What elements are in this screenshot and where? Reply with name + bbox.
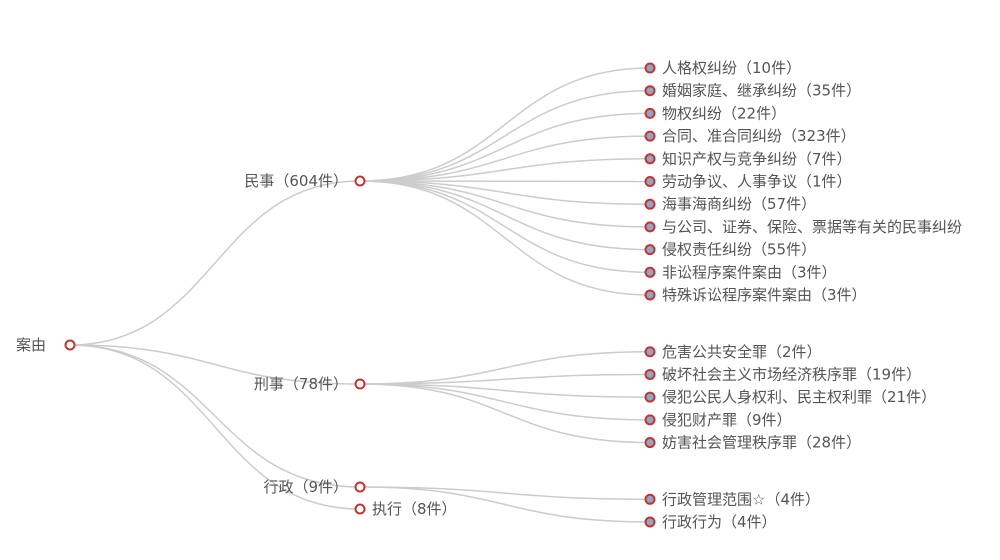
tree-edges [69,67,651,523]
leaf-node[interactable] [644,244,656,256]
edge-branch-to-leaf [359,158,651,182]
leaf-label: 侵权责任纠纷（55件） [662,241,816,259]
edge-branch-to-leaf [359,383,651,398]
edge-branch-to-leaf [359,67,651,182]
branch-node[interactable] [354,503,366,515]
edge-branch-to-leaf [359,180,651,274]
leaf-label: 劳动争议、人事争议（1件） [662,173,852,191]
leaf-node[interactable] [644,221,656,233]
edge-root-to-branch [69,344,361,488]
tree-nodes: 案由 民事（604件） 刑事（78件） 行政（9件） 执行（8件） 人格权纠纷（10件） 婚… [16,59,962,531]
branch-label: 行政（9件） [263,478,348,496]
branch-label: 民事（604件） [244,172,348,190]
edge-branch-to-leaf [359,383,651,444]
leaf-node[interactable] [644,176,656,187]
branch-label: 刑事（78件） [254,375,348,393]
edge-branch-to-leaf [359,180,651,228]
edge-branch-to-leaf [359,486,651,501]
edge-branch-to-leaf [359,486,651,523]
edge-branch-to-leaf [359,373,651,385]
leaf-label: 与公司、证券、保险、票据等有关的民事纠纷 [662,218,962,236]
branch-label: 执行（8件） [372,500,457,518]
root-label: 案由 [16,336,46,354]
branch-node[interactable] [354,378,366,390]
leaf-node[interactable] [644,289,656,301]
branch-node[interactable] [354,175,366,187]
leaf-node[interactable] [644,516,656,528]
leaf-label: 特殊诉讼程序案件案由（3件） [662,286,867,304]
branch-node[interactable] [354,481,366,493]
leaf-label: 人格权纠纷（10件） [662,59,801,77]
leaf-node[interactable] [644,368,656,380]
edge-branch-to-leaf [359,351,651,385]
edge-branch-to-leaf [359,112,651,182]
leaf-node[interactable] [644,266,656,278]
edge-branch-to-leaf [359,180,651,205]
leaf-node[interactable] [644,437,656,449]
leaf-label: 妨害社会管理秩序罪（28件） [662,434,861,452]
leaf-label: 危害公共安全罪（2件） [662,343,822,361]
edge-branch-to-leaf [359,89,651,182]
leaf-node[interactable] [644,153,656,165]
root-node[interactable] [64,339,76,351]
leaf-label: 非讼程序案件案由（3件） [662,263,837,281]
leaf-node[interactable] [644,346,656,358]
edge-branch-to-leaf [359,180,651,251]
leaf-label: 侵犯公民人身权利、民主权利罪（21件） [662,388,936,406]
edge-root-to-branch [69,344,361,510]
leaf-label: 知识产权与竞争纠纷（7件） [662,150,852,168]
leaf-node[interactable] [644,414,656,426]
leaf-node[interactable] [644,85,656,97]
edge-root-to-branch [69,344,361,385]
leaf-label: 婚姻家庭、继承纠纷（35件） [662,82,861,100]
leaf-node[interactable] [644,493,656,505]
edge-branch-to-leaf [359,180,651,296]
leaf-node[interactable] [644,130,656,142]
leaf-label: 物权纠纷（22件） [662,104,786,122]
edge-branch-to-leaf [359,135,651,182]
edge-branch-to-leaf [359,180,651,183]
leaf-node[interactable] [644,107,656,119]
leaf-node[interactable] [644,198,656,210]
leaf-label: 侵犯财产罪（9件） [662,411,792,429]
leaf-node[interactable] [644,62,656,74]
leaf-label: 破坏社会主义市场经济秩序罪（19件） [662,365,921,383]
leaf-label: 行政管理范围☆（4件） [662,490,820,508]
leaf-label: 海事海商纠纷（57件） [662,195,816,213]
leaf-label: 合同、准合同纠纷（323件） [662,127,856,145]
leaf-node[interactable] [644,391,656,403]
leaf-label: 行政行为（4件） [662,513,777,531]
edge-root-to-branch [69,180,361,346]
edge-branch-to-leaf [359,383,651,421]
